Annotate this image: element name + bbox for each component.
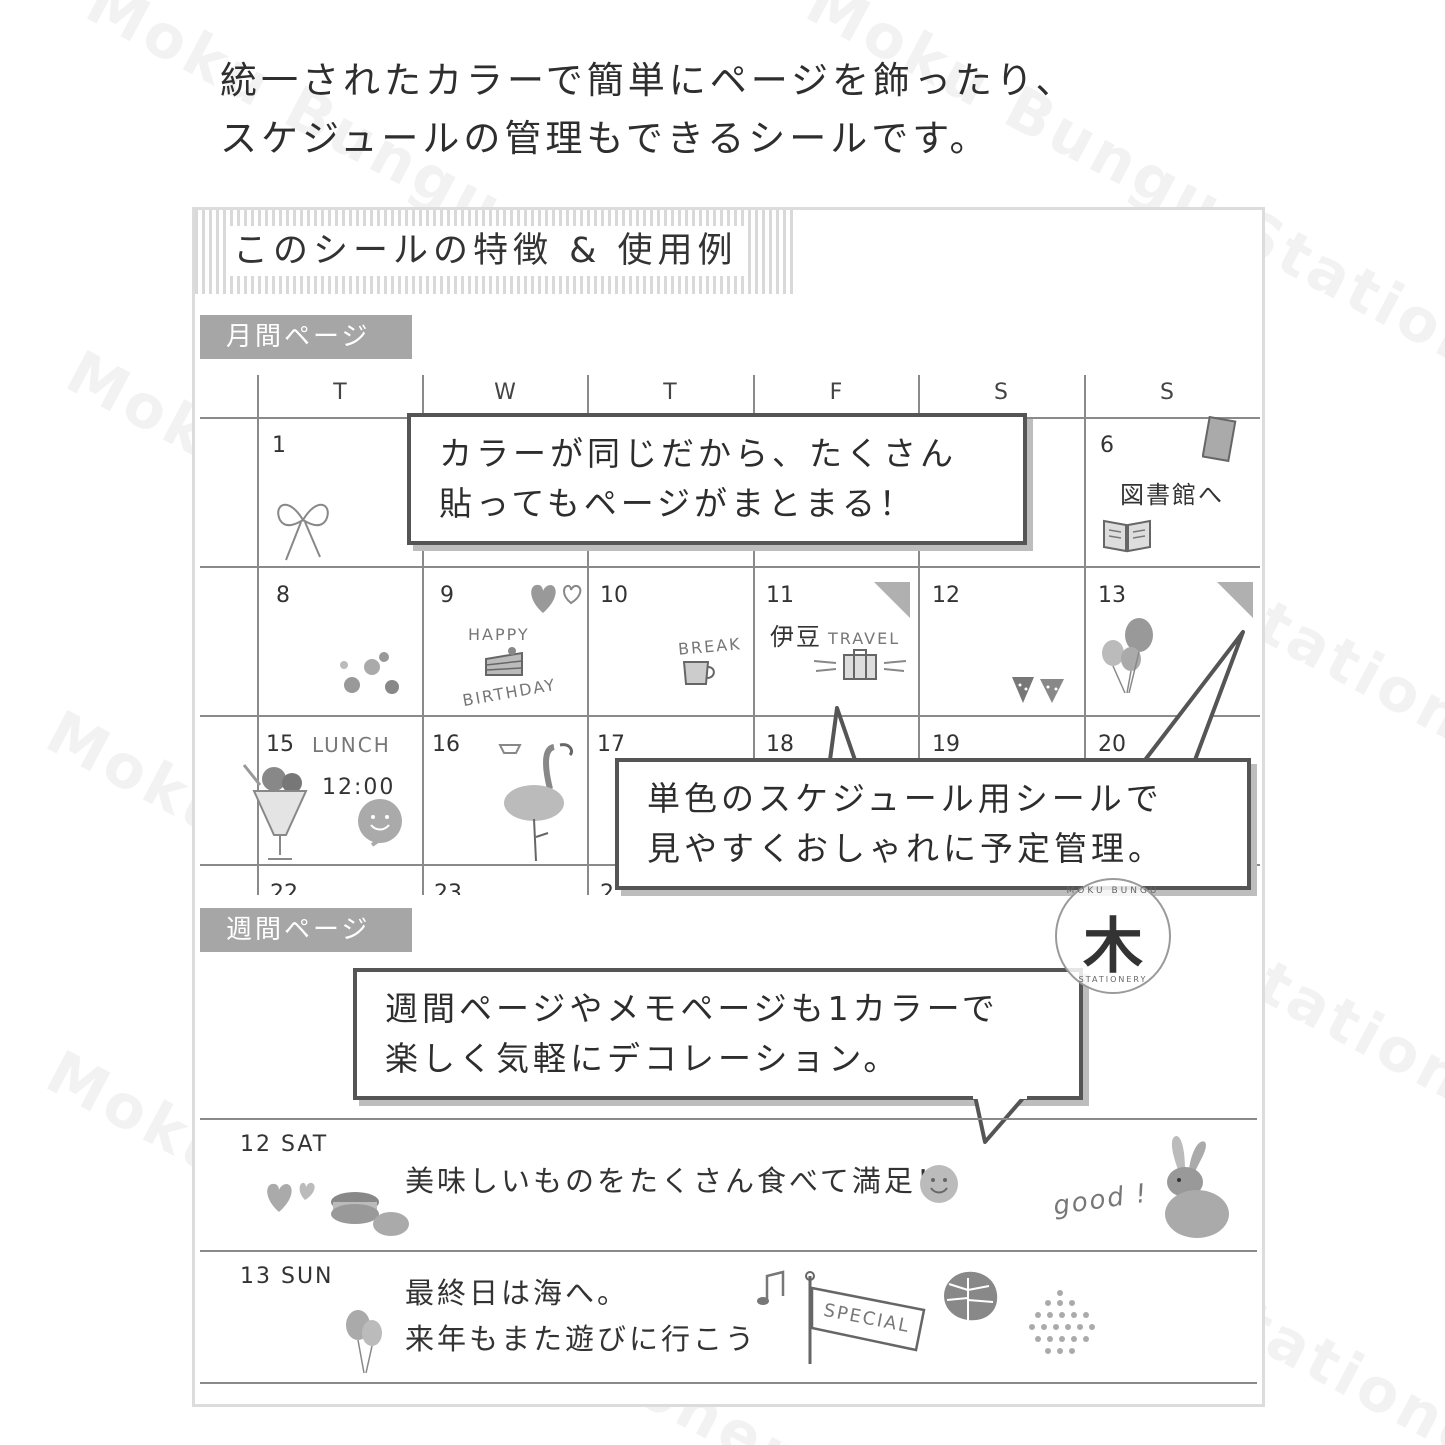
day-number: 6 [1100, 433, 1114, 458]
smile-bubble-icon [358, 799, 402, 847]
flamingo-icon [498, 743, 574, 862]
note-izu: 伊豆 [770, 623, 822, 651]
sticker-happy: HAPPY [468, 625, 530, 644]
day-number: 9 [440, 583, 454, 608]
parfait-icon [242, 764, 308, 860]
callout-line: 見やすくおしゃれに予定管理。 [647, 829, 1165, 868]
monthly-label: 月間ページ [200, 315, 412, 359]
strawberry-icon [1012, 677, 1064, 703]
day-number: 10 [600, 583, 628, 608]
day-number: 15 [266, 732, 294, 757]
corner-flag [1217, 582, 1253, 618]
day-number: 13 [1098, 583, 1126, 608]
day-number: 19 [932, 732, 960, 757]
headline: 統一されたカラーで簡単にページを飾ったり、 スケジュールの管理もできるシールです… [220, 52, 1077, 168]
flowers-icon [340, 652, 399, 694]
entry-line: 美味しいものをたくさん食べて満足！ [405, 1164, 948, 1198]
book-icon [1202, 415, 1237, 463]
sticker-lunch: LUNCH [312, 733, 391, 757]
callout-line: 貼ってもページがまとまる！ [439, 484, 917, 523]
week-entry: 最終日は海へ。 来年もまた遊びに行こう [405, 1270, 757, 1362]
note-library: 図書館へ [1120, 481, 1224, 509]
day-number: 16 [432, 732, 460, 757]
balloons-icon [346, 1310, 382, 1374]
day-number: 18 [766, 732, 794, 757]
day-number: 1 [272, 433, 286, 458]
music-note-icon [757, 1270, 785, 1305]
day-number: 12 [932, 583, 960, 608]
logo-top-text: MOKU BUNGU [1066, 886, 1160, 896]
day-number: 22 [270, 881, 298, 895]
weekday-header: T [663, 380, 677, 405]
entry-line: 最終日は海へ。 [405, 1276, 630, 1310]
callout-schedule: 単色のスケジュール用シールで 見やすくおしゃれに予定管理。 [615, 758, 1251, 890]
day-number: 17 [597, 732, 625, 757]
headline-line: スケジュールの管理もできるシールです。 [220, 117, 991, 160]
entry-line: 来年もまた遊びに行こう [405, 1322, 758, 1356]
cake-icon [485, 647, 523, 676]
monstera-leaf-icon [944, 1271, 998, 1321]
brand-logo: MOKU BUNGU 木 STATIONERY [1055, 878, 1171, 994]
callout-line: 楽しく気軽にデコレーション。 [385, 1039, 901, 1078]
callout-line: カラーが同じだから、たくさん [439, 434, 957, 473]
week-entry: 美味しいものをたくさん食べて満足！ [405, 1158, 948, 1204]
balloons-icon [1102, 618, 1153, 694]
hearts-icon [267, 1182, 315, 1212]
logo-mark: 木 [1083, 912, 1143, 982]
week-date: 12 SAT [240, 1132, 329, 1157]
weekday-header: S [1160, 380, 1174, 405]
weekly-label: 週間ページ [200, 908, 412, 952]
sticker-break: BREAK [677, 634, 743, 659]
day-number: 20 [1098, 732, 1126, 757]
sticker-good: good ! [1051, 1178, 1151, 1222]
section-title: このシールの特徴 & 使用例 [227, 226, 744, 276]
day-number: 11 [766, 583, 794, 608]
ribbon-icon [277, 504, 329, 561]
cup-icon [682, 661, 715, 685]
day-number: 8 [276, 583, 290, 608]
macaron-icon [331, 1192, 409, 1236]
note-lunch-time: 12:00 [322, 775, 396, 800]
callout-tail [828, 630, 1245, 762]
sticker-travel: TRAVEL [828, 629, 901, 648]
weekday-header: S [994, 380, 1008, 405]
week-date: 13 SUN [240, 1264, 334, 1289]
smile-icon [920, 1165, 958, 1203]
rabbit-icon [1165, 1136, 1229, 1238]
headline-line: 統一されたカラーで簡単にページを飾ったり、 [220, 59, 1077, 102]
logo-bottom-text: STATIONERY [1078, 975, 1148, 984]
open-book-icon [1103, 519, 1151, 553]
dots-pattern-icon [1029, 1290, 1095, 1354]
day-number: 2 [600, 881, 614, 895]
hearts-icon [531, 584, 582, 613]
callout-line: 週間ページやメモページも1カラーで [385, 989, 999, 1028]
callout-same-color: カラーが同じだから、たくさん 貼ってもページがまとまる！ [407, 413, 1027, 545]
callout-line: 単色のスケジュール用シールで [647, 779, 1163, 818]
day-number: 23 [434, 881, 462, 895]
feature-panel: このシールの特徴 & 使用例 月間ページ T W T F S S 1 6 8 9… [192, 207, 1265, 1407]
suitcase-icon [813, 649, 907, 680]
weekday-header: T [333, 380, 347, 405]
corner-flag [874, 582, 910, 618]
callout-weekly: 週間ページやメモページも1カラーで 楽しく気軽にデコレーション。 [353, 968, 1083, 1100]
callout-tail [973, 1096, 1027, 1144]
weekday-header: F [829, 380, 843, 405]
flag-icon [805, 1271, 926, 1364]
weekday-header: W [494, 380, 516, 405]
sticker-birthday: BIRTHDAY [461, 674, 558, 711]
